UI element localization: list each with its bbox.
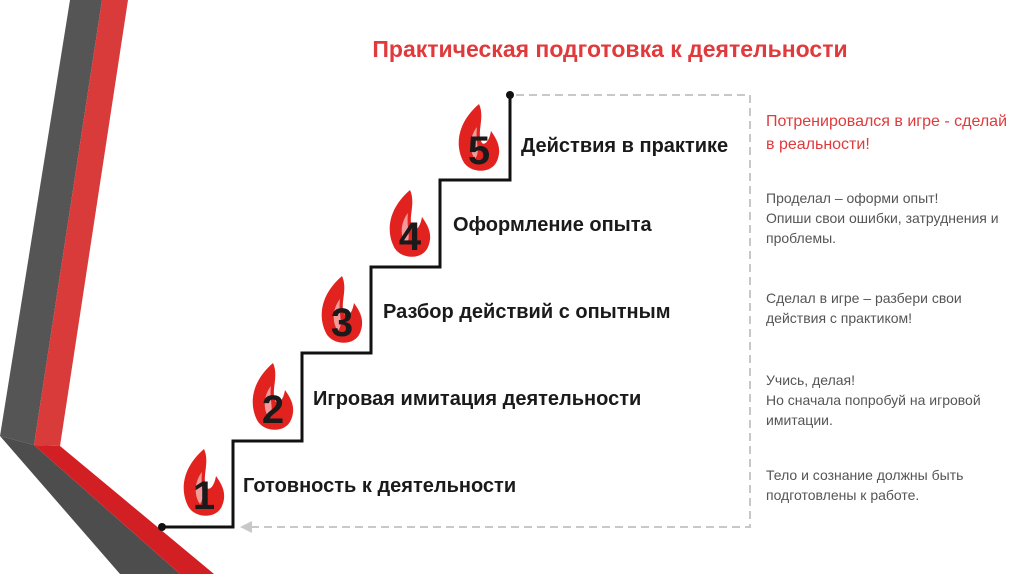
step-number: 3 bbox=[330, 301, 354, 345]
note-step-5: Потренировался в игре - сделай в реально… bbox=[766, 113, 1008, 153]
step-number: 1 bbox=[192, 474, 216, 518]
step-2-label: Игровая имитация деятельности bbox=[313, 388, 642, 410]
staircase-line bbox=[162, 95, 512, 529]
note-step-1: Тело и сознание должны быть подготовлены… bbox=[766, 467, 964, 503]
note-step-2: Учись, делая! Но сначала попробуй на игр… bbox=[766, 372, 981, 428]
flame-icon bbox=[183, 449, 225, 516]
flame-icon bbox=[252, 363, 294, 430]
step-number: 5 bbox=[467, 129, 491, 173]
gray-stripe bbox=[0, 0, 102, 445]
gray-stripe-lower bbox=[0, 436, 180, 574]
step-number: 2 bbox=[261, 388, 285, 432]
page-title: Практическая подготовка к деятельности bbox=[372, 36, 848, 62]
step-number: 4 bbox=[398, 215, 422, 259]
step-3-label: Разбор действий с опытным bbox=[383, 301, 671, 323]
red-stripe bbox=[34, 0, 128, 446]
note-step-4: Проделал – оформи опыт! Опиши свои ошибк… bbox=[766, 190, 999, 246]
step-3-badge: 3 bbox=[314, 273, 370, 351]
end-dot bbox=[506, 91, 514, 99]
step-1-label: Готовность к деятельности bbox=[243, 475, 517, 497]
dashed-return-path bbox=[248, 94, 751, 528]
step-4-label: Оформление опыта bbox=[453, 214, 652, 236]
step-1-badge: 1 bbox=[176, 446, 232, 524]
step-2-badge: 2 bbox=[245, 360, 301, 438]
note-step-3: Сделал в игре – разбери свои действия с … bbox=[766, 290, 962, 326]
red-stripe-lower bbox=[34, 445, 214, 574]
flame-icon bbox=[389, 190, 431, 257]
step-5-label: Действия в практике bbox=[521, 135, 729, 157]
step-5-badge: 5 bbox=[451, 101, 507, 179]
flame-icon bbox=[321, 276, 363, 343]
flame-icon bbox=[458, 104, 500, 171]
start-dot bbox=[158, 523, 166, 531]
return-arrow-icon bbox=[240, 521, 252, 533]
step-4-badge: 4 bbox=[382, 187, 438, 265]
